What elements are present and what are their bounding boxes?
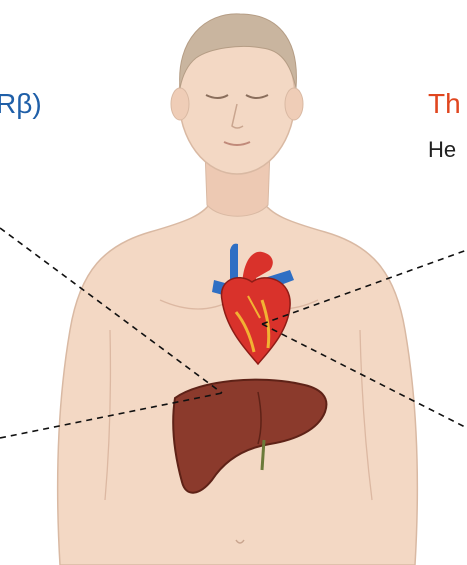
right-subtitle-label: He	[428, 137, 456, 163]
torso-body	[58, 160, 418, 565]
right-title-label: Th	[428, 88, 461, 120]
ear-left	[171, 88, 189, 120]
ear-right	[285, 88, 303, 120]
receptor-label: Rβ)	[0, 88, 42, 120]
